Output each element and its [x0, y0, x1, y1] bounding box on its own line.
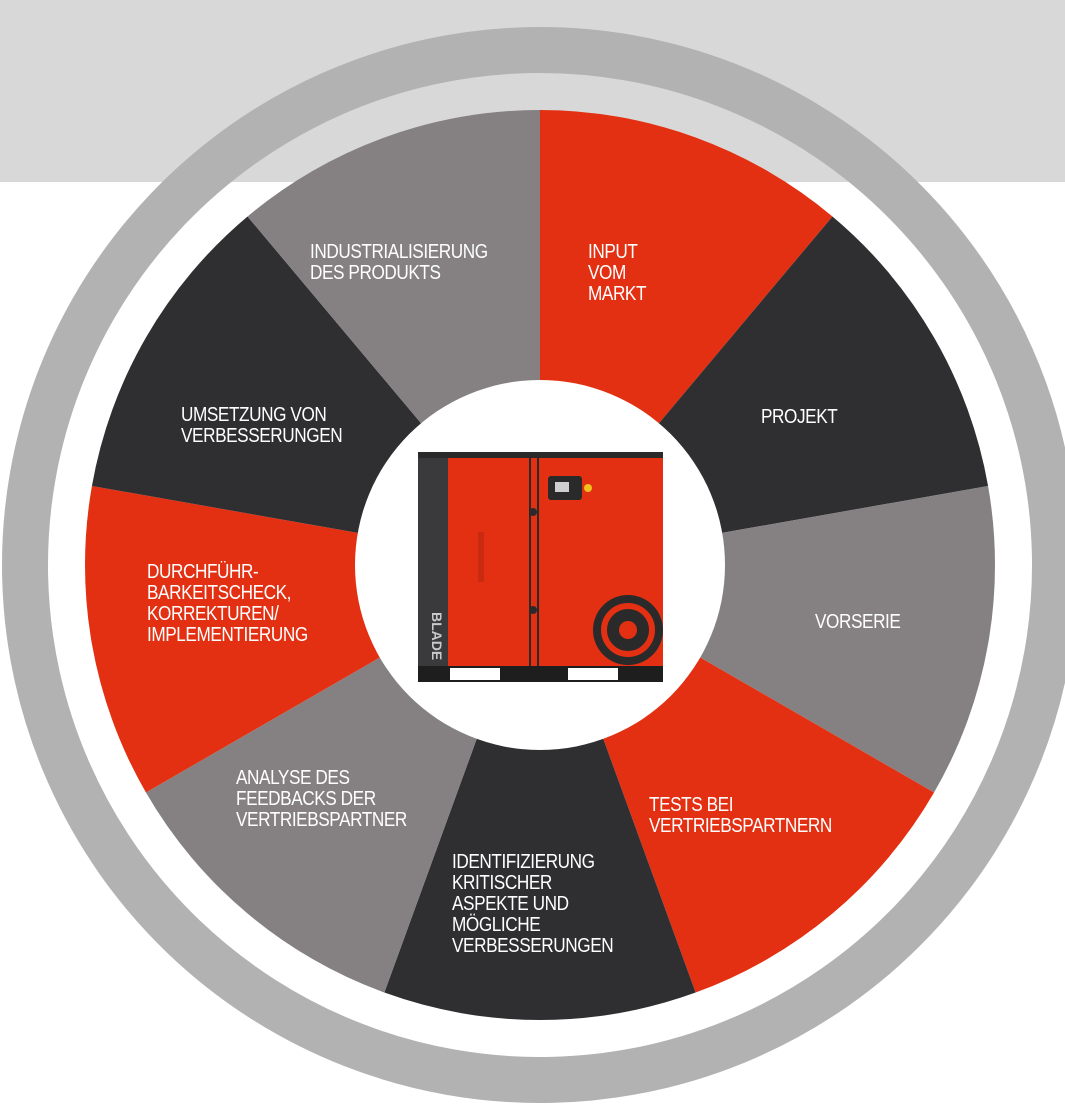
segment-label-input: INPUT VOM MARKT [588, 241, 647, 305]
segment-label-identifizierung: IDENTIFIZIERUNG KRITISCHER ASPEKTE UND M… [452, 851, 614, 957]
brand-logo: BLADE [429, 612, 445, 660]
segment-label-projekt: PROJEKT [761, 406, 838, 428]
segment-label-durchfuehrbarkeit: DURCHFÜHR- BARKEITSCHECK, KORREKTUREN/ I… [147, 561, 308, 646]
segment-label-tests: TESTS BEI VERTRIEBSPARTNERN [649, 794, 832, 837]
segment-label-vorserie: VORSERIE [815, 611, 901, 633]
segment-label-analyse: ANALYSE DES FEEDBACKS DER VERTRIEBSPARTN… [236, 767, 407, 831]
segment-identifizierung [384, 565, 696, 1021]
segment-label-industrialisierung: INDUSTRIALISIERUNG DES PRODUKTS [310, 241, 488, 284]
segment-label-umsetzung: UMSETZUNG VON VERBESSERUNGEN [181, 404, 343, 447]
air-compressor-icon: BLADE [418, 452, 663, 682]
compressor-side-panel [418, 452, 448, 668]
